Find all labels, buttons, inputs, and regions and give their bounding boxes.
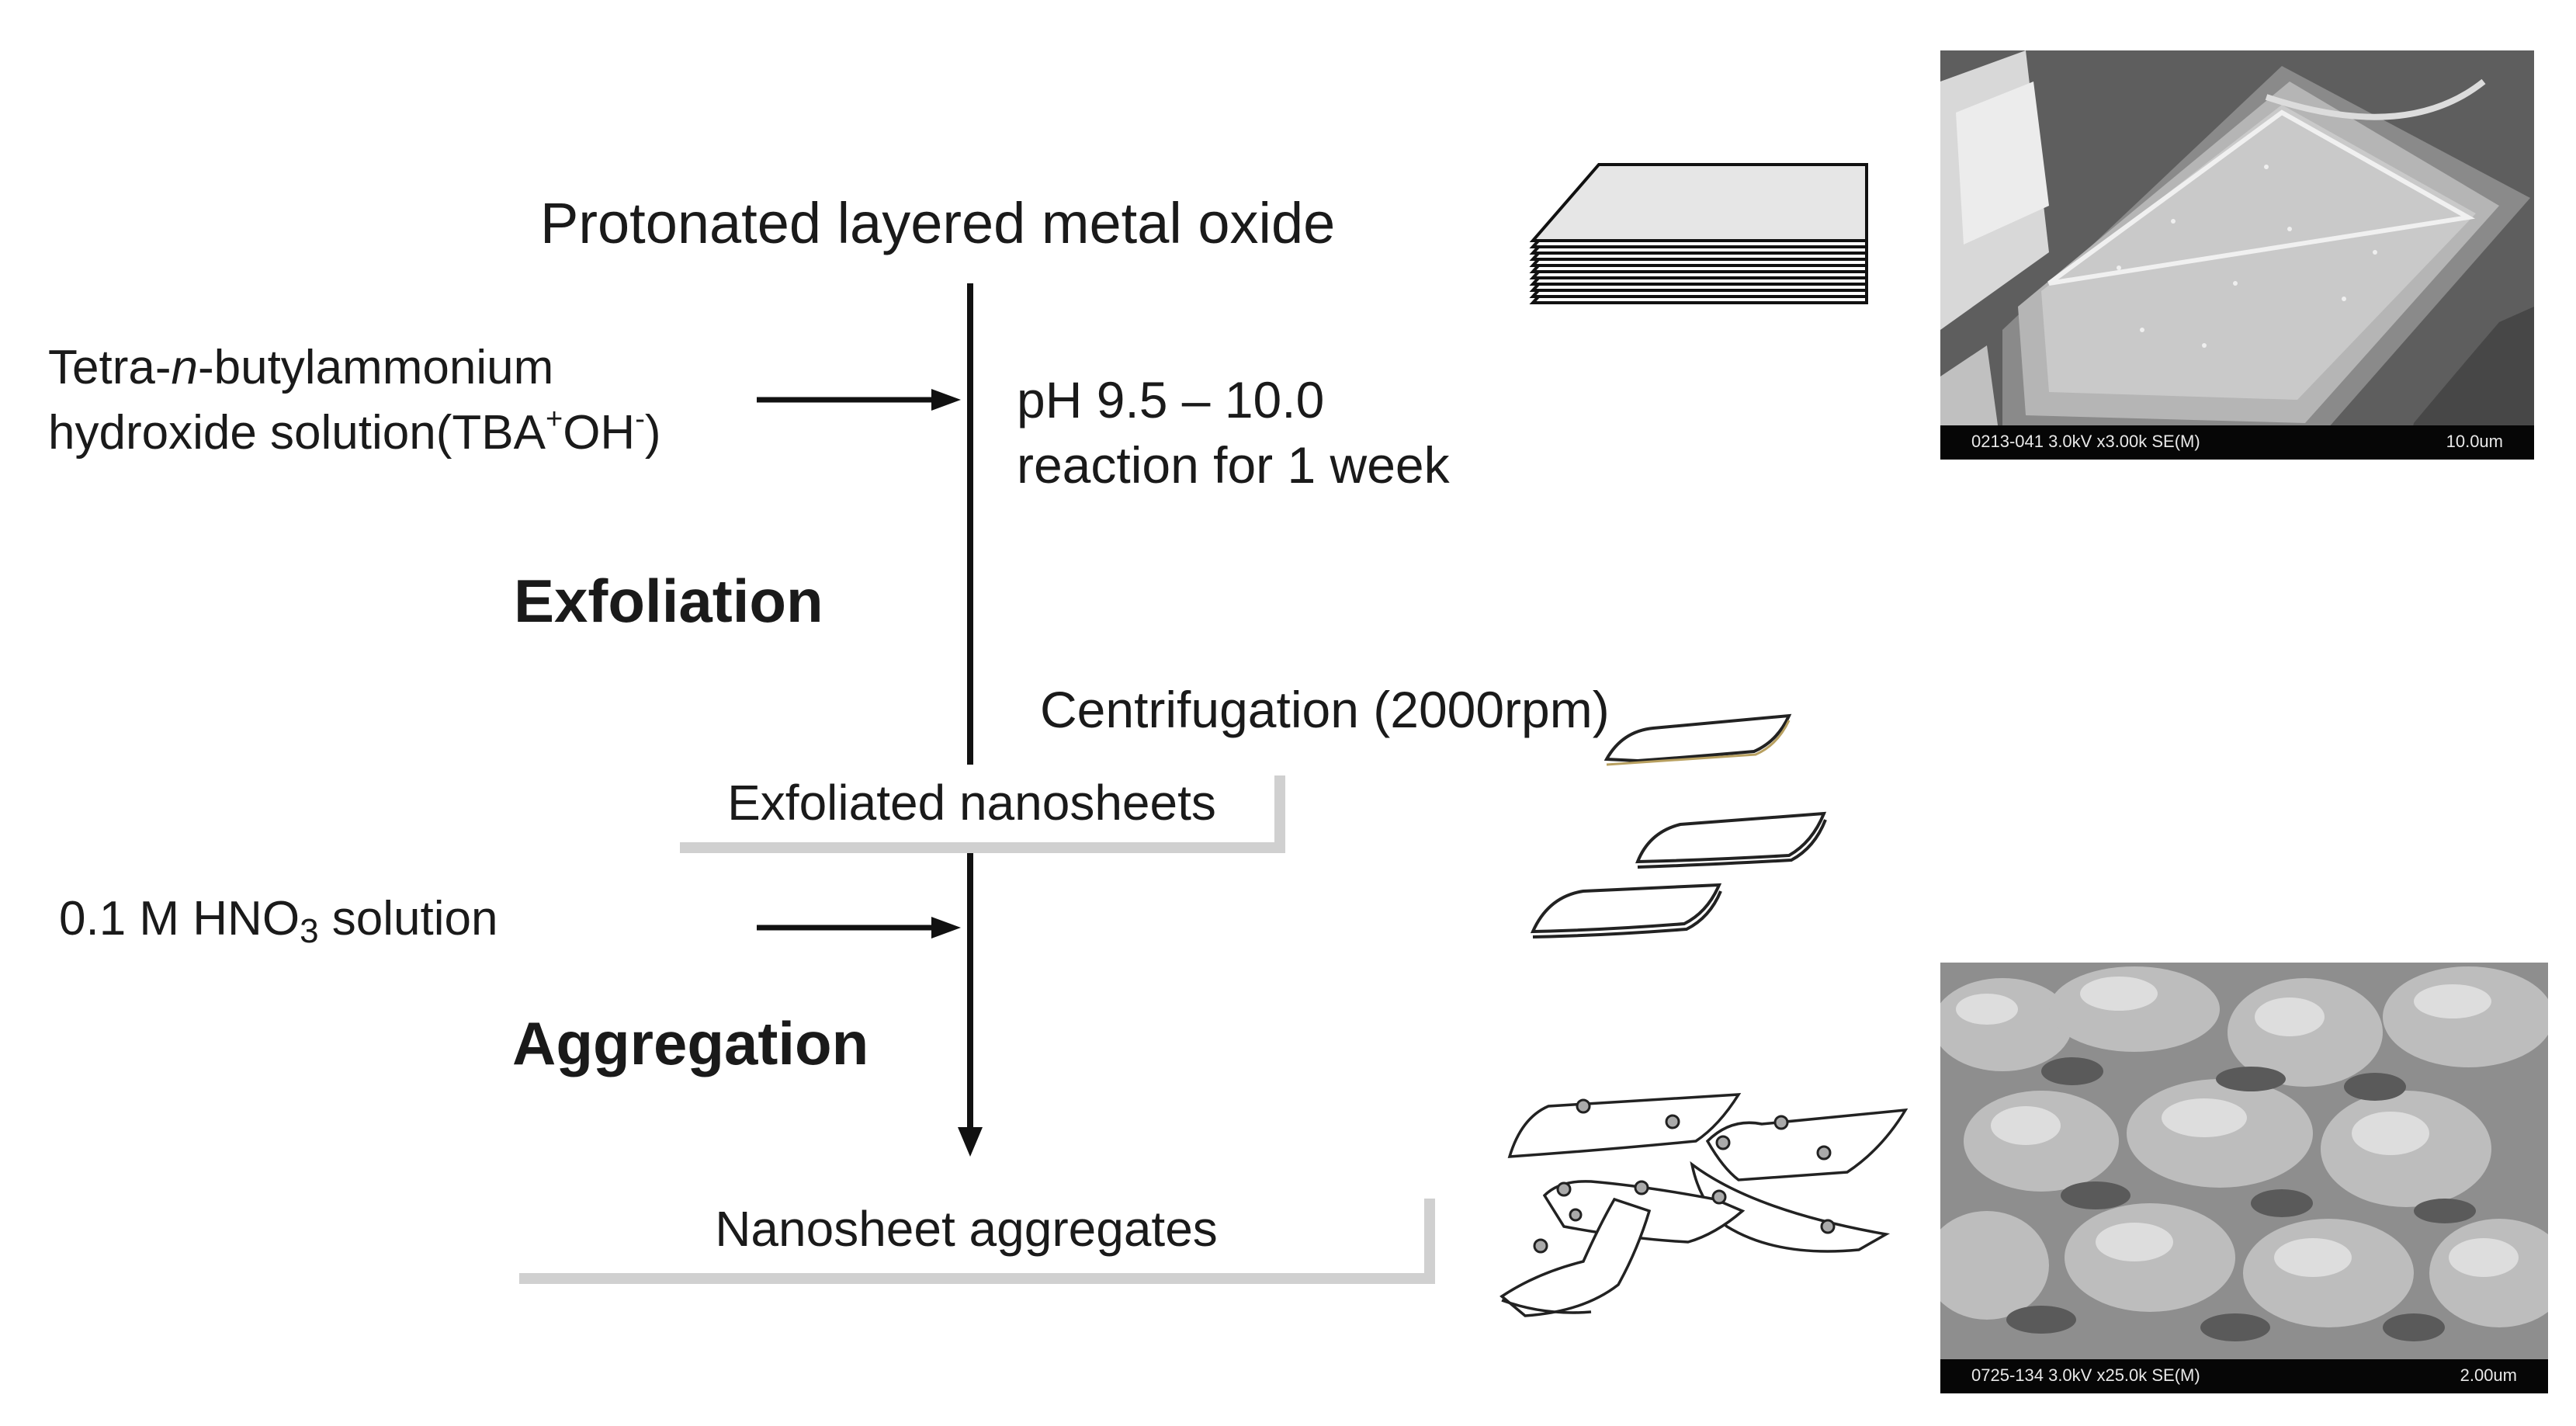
sem-bottom-params: 0725-134 3.0kV x25.0k SE(M)	[1971, 1365, 2200, 1385]
reaction-time-label: reaction for 1 week	[1017, 435, 1450, 494]
nanosheet-1	[1603, 713, 1792, 763]
exfoliated-sheet-icons	[1530, 713, 1827, 939]
nanosheet-2	[1635, 811, 1827, 864]
tba-reagent-label: Tetra-n-butylammonium hydroxide solution…	[48, 335, 661, 465]
sem-bottom-info-bar: 0725-134 3.0kV x25.0k SE(M) 2.00um	[1940, 1359, 2548, 1393]
exfoliation-stage-label: Exfoliation	[514, 567, 823, 635]
reagent-line-2: hydroxide solution(TBA+OH-)	[48, 402, 661, 460]
acid-arrowhead	[931, 917, 961, 939]
sem-image-layered-crystal: 0213-041 3.0kV x3.00k SE(M) 10.0um	[1940, 50, 2534, 460]
sem-top-info-bar: 0213-041 3.0kV x3.00k SE(M) 10.0um	[1940, 425, 2534, 460]
sem-image-aggregates: 0725-134 3.0kV x25.0k SE(M) 2.00um	[1940, 963, 2548, 1393]
reaction-conditions: pH 9.5 – 10.0 reaction for 1 week	[1017, 368, 1450, 498]
nanosheet-3	[1530, 883, 1722, 934]
aggregate-sheet-1	[1507, 1093, 1742, 1158]
page-title: Protonated layered metal oxide	[540, 191, 1336, 255]
aggregate-sheet-2	[1705, 1108, 1909, 1181]
sem-crystal-graphic	[1940, 50, 2534, 460]
layered-stack-icon	[1529, 163, 1868, 304]
main-flow-arrowhead	[958, 1127, 983, 1157]
aggregate-sheet-5	[1499, 1197, 1652, 1317]
reagent-line-1: Tetra-n-butylammonium	[48, 341, 554, 394]
sem-aggregate-graphic	[1940, 963, 2548, 1393]
hno3-solution-label: 0.1 M HNO3 solution	[59, 892, 498, 950]
aggregate-sheet-icons	[1499, 1093, 1909, 1317]
nanosheet-aggregates-label: Nanosheet aggregates	[715, 1201, 1218, 1257]
ph-range-label: pH 9.5 – 10.0	[1017, 371, 1325, 428]
exfoliated-nanosheets-label: Exfoliated nanosheets	[727, 775, 1216, 831]
sem-bottom-scale: 2.00um	[2460, 1365, 2517, 1385]
nanosheet-aggregates-box: Nanosheet aggregates	[508, 1188, 1424, 1273]
exfoliated-nanosheets-box: Exfoliated nanosheets	[669, 765, 1274, 842]
particle-dots	[1533, 1098, 1836, 1254]
sem-top-scale: 10.0um	[2446, 432, 2503, 451]
reagent-arrowhead	[931, 389, 961, 411]
sem-top-params: 0213-041 3.0kV x3.00k SE(M)	[1971, 432, 2200, 451]
aggregation-stage-label: Aggregation	[512, 1009, 869, 1077]
centrifugation-label: Centrifugation (2000rpm)	[1040, 681, 1610, 738]
